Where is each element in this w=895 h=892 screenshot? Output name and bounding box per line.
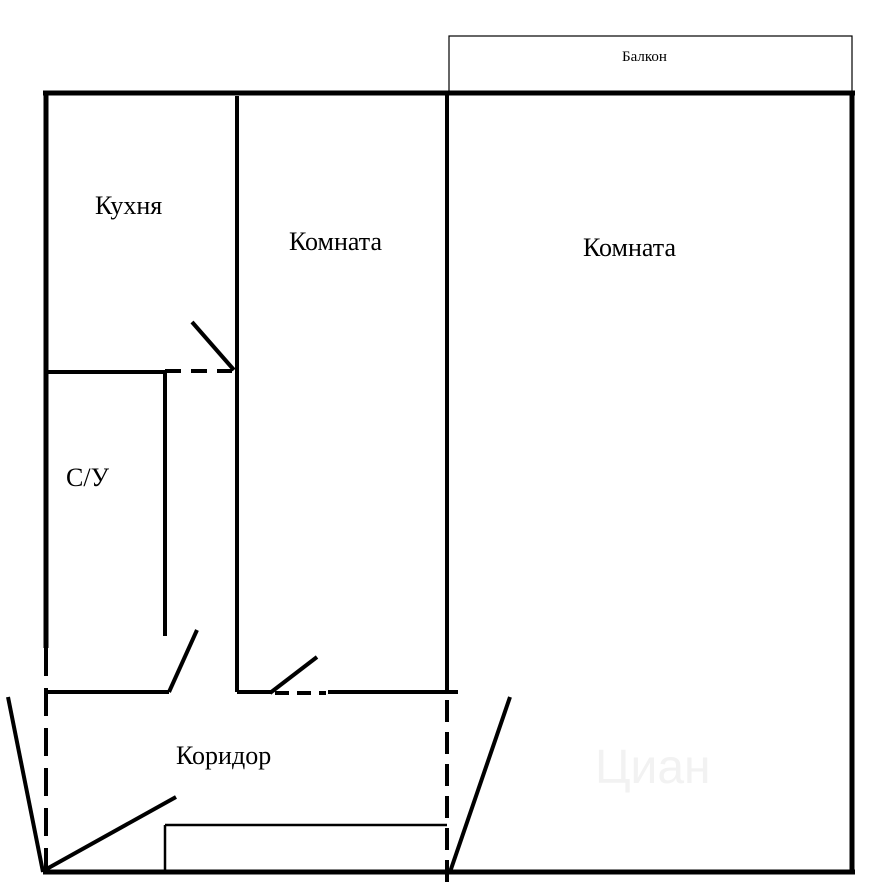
label-corridor: Коридор — [176, 741, 272, 770]
watermark: Циан — [595, 741, 711, 794]
room-door — [268, 655, 319, 695]
label-kitchen: Кухня — [95, 191, 163, 220]
entrance-flare-lines — [6, 696, 512, 873]
label-room-large: Комната — [583, 233, 677, 262]
label-balcony: Балкон — [622, 49, 667, 65]
closet — [163, 823, 447, 872]
entrance-door — [42, 795, 177, 873]
label-bathroom: С/У — [66, 463, 109, 492]
kitchen-door — [190, 320, 236, 372]
bathroom-door — [167, 629, 199, 693]
doors — [42, 320, 319, 873]
label-room-middle: Комната — [289, 227, 383, 256]
interior-walls — [46, 93, 458, 694]
